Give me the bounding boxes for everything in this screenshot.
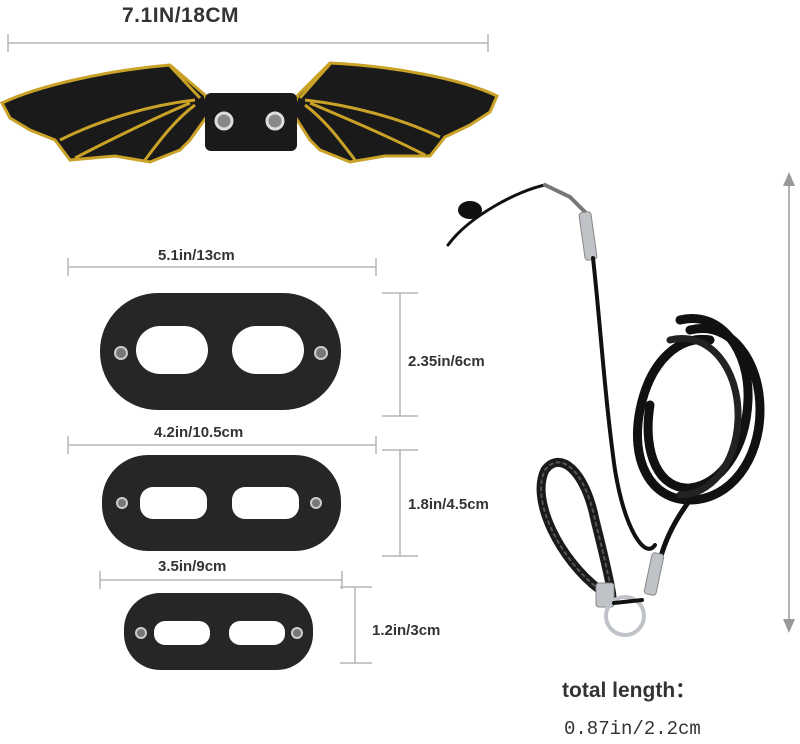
strap-small bbox=[124, 593, 313, 670]
strap-small-height-label: 1.2in/3cm bbox=[372, 622, 441, 639]
strap-small-width-line bbox=[99, 571, 343, 589]
strap-large-height-label: 2.35in/6cm bbox=[408, 353, 485, 370]
wing-width-label: 7.1IN/18CM bbox=[122, 4, 240, 27]
strap-small-height-line bbox=[340, 586, 372, 664]
strap-large-width-line bbox=[67, 258, 377, 276]
strap-large-height-line bbox=[382, 292, 418, 417]
strap-medium-height-line bbox=[382, 449, 418, 557]
total-length-arrow bbox=[783, 172, 795, 633]
rope-diameter-label: 0.87in/2.2cm bbox=[564, 718, 701, 740]
leash bbox=[446, 183, 765, 637]
strap-small-width-label: 3.5in/9cm bbox=[158, 558, 227, 575]
strap-medium bbox=[102, 455, 341, 551]
strap-large-width-label: 5.1in/13cm bbox=[158, 247, 235, 264]
strap-medium-width-label: 4.2in/10.5cm bbox=[154, 424, 244, 441]
wing-dimension-line bbox=[7, 34, 489, 52]
strap-medium-height-label: 1.8in/4.5cm bbox=[408, 496, 489, 513]
strap-large bbox=[100, 293, 341, 410]
total-length-label: total length： bbox=[562, 679, 697, 702]
bat-wings bbox=[0, 61, 499, 164]
strap-medium-width-line bbox=[67, 436, 377, 454]
